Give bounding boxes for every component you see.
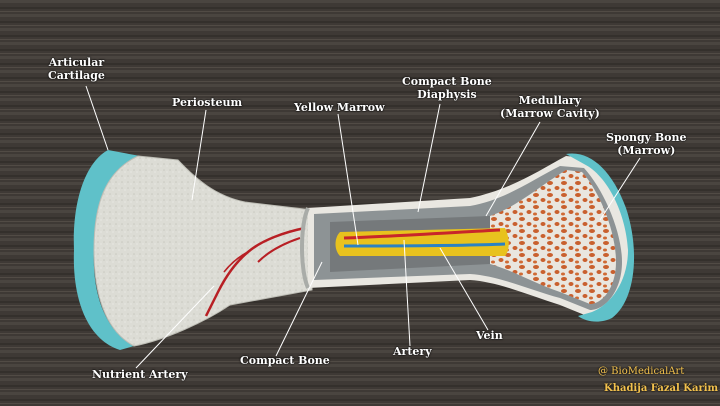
label-yellow-marrow: Yellow Marrow: [294, 101, 385, 114]
label-compact-bone-diaphysis: Compact Bone Diaphysis: [402, 75, 492, 101]
label-articular-cartilage: Articular Cartilage: [48, 56, 105, 82]
yellow-marrow-shape: [335, 228, 509, 256]
credit-handle: @ BioMedicalArt: [598, 366, 685, 377]
label-spongy-bone: Spongy Bone (Marrow): [606, 131, 687, 157]
label-vein: Vein: [476, 329, 503, 342]
label-compact-bone: Compact Bone: [240, 354, 330, 367]
right-cartilage-rim: [566, 153, 635, 322]
label-medullary-cavity: Medullary (Marrow Cavity): [500, 94, 600, 120]
vein-vessel: [343, 242, 506, 248]
label-nutrient-artery: Nutrient Artery: [92, 368, 188, 381]
articular-cartilage-shape: [73, 150, 140, 350]
spongy-bone-shape: [490, 170, 616, 304]
epiphysis-shape: [93, 155, 313, 347]
leader-lines: [85, 85, 641, 369]
credit-author: Khadija Fazal Karim: [604, 383, 719, 394]
artery-vessel: [343, 228, 501, 240]
label-periosteum: Periosteum: [172, 96, 243, 109]
label-artery: Artery: [393, 345, 432, 358]
nutrient-artery-vessel: [204, 226, 306, 317]
